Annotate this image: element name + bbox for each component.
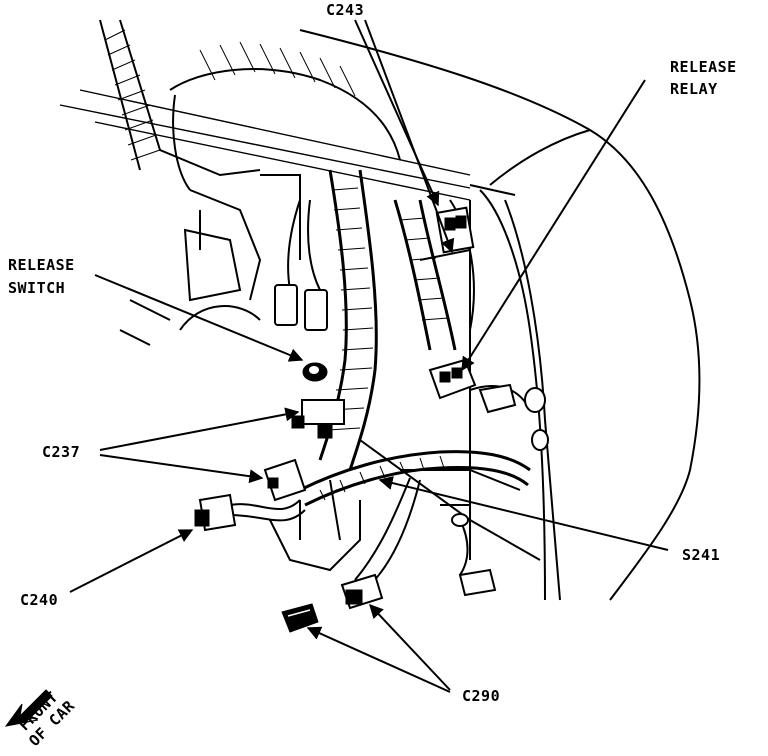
front-of-car-indicator xyxy=(4,689,53,727)
release-switch xyxy=(274,284,328,382)
label-release-switch-line2: SWITCH xyxy=(8,279,65,297)
c240-connector xyxy=(194,493,237,532)
c237-upper-connector xyxy=(291,399,345,439)
release-relay xyxy=(428,358,477,400)
wiring-harness xyxy=(229,169,531,586)
label-c243: C243 xyxy=(326,1,364,19)
components xyxy=(194,206,549,633)
grommet xyxy=(451,383,549,597)
label-release-switch-line1: RELEASE xyxy=(8,256,75,274)
front-of-car-arrow-icon xyxy=(4,689,53,727)
label-s241: S241 xyxy=(682,546,720,564)
label-release-relay-line1: RELEASE xyxy=(670,58,737,76)
label-c240: C240 xyxy=(20,591,58,609)
c237-lower-connector xyxy=(263,458,307,502)
vehicle-structure xyxy=(59,19,701,601)
label-c237: C237 xyxy=(42,443,80,461)
c290-connector-right xyxy=(340,573,384,610)
c243-connector xyxy=(435,206,475,254)
label-release-relay-line2: RELAY xyxy=(670,80,718,98)
c290-connector-left xyxy=(281,603,319,633)
label-c290: C290 xyxy=(462,687,500,705)
labels: C243 RELEASE RELAY RELEASE SWITCH C237 C… xyxy=(8,1,737,750)
leader-arrows xyxy=(69,19,669,693)
